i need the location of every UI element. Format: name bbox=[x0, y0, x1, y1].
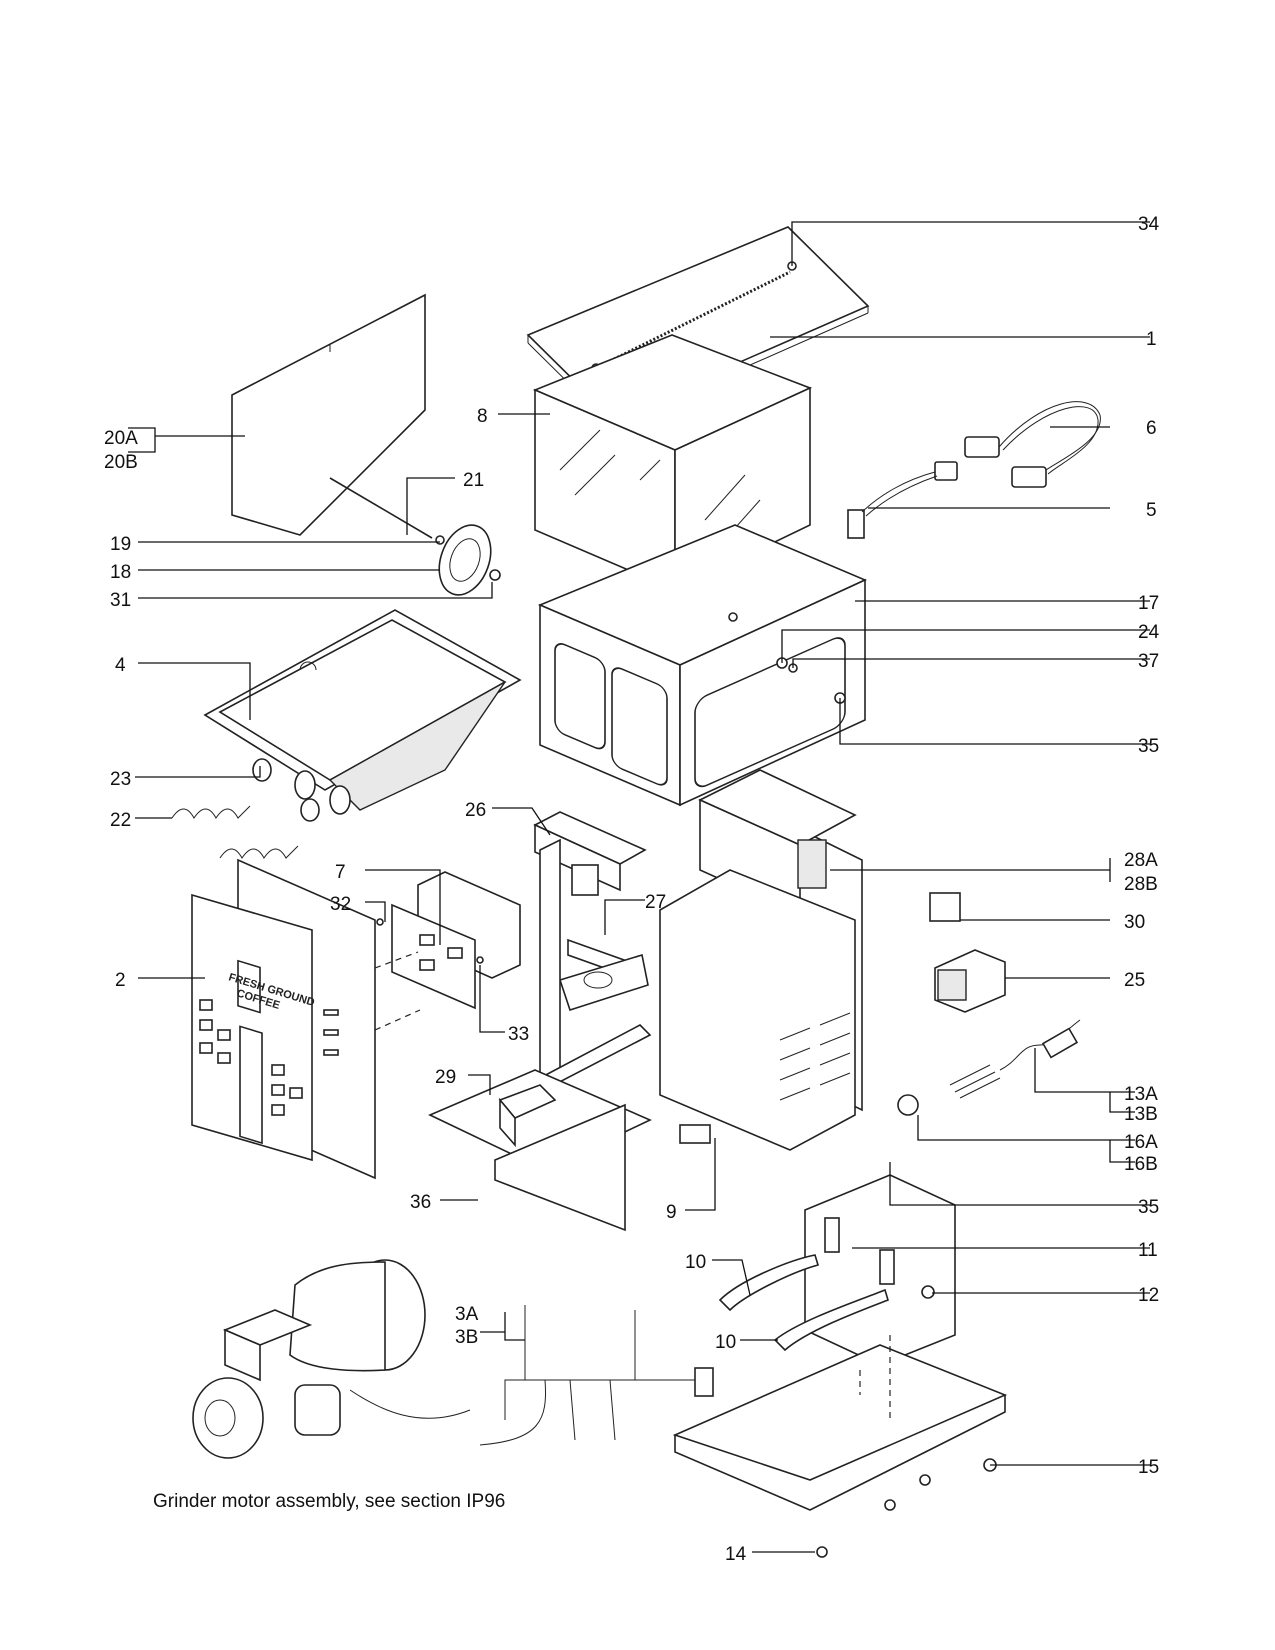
callout-30: 30 bbox=[1124, 912, 1145, 933]
part-front-panel: FRESH GROUND COFFEE bbox=[191, 858, 376, 1180]
callout-31: 31 bbox=[110, 590, 131, 611]
part-small-transformer bbox=[929, 892, 961, 922]
part-grinder-motor bbox=[192, 1259, 471, 1459]
part-drip-tray bbox=[428, 1069, 652, 1232]
callout-20a: 20A bbox=[104, 428, 138, 449]
part-chute-bracket bbox=[558, 938, 649, 1012]
callout-4: 4 bbox=[115, 655, 126, 676]
part-switch bbox=[679, 1124, 711, 1144]
callout-12: 12 bbox=[1138, 1285, 1159, 1306]
callout-15: 15 bbox=[1138, 1457, 1159, 1478]
part-middle-panel bbox=[659, 869, 856, 1151]
callout-34: 34 bbox=[1138, 214, 1160, 235]
part-strain-relief bbox=[897, 1094, 919, 1116]
part-lower-chassis bbox=[718, 1174, 956, 1366]
part-hopper-gate bbox=[231, 293, 426, 536]
callout-27: 27 bbox=[645, 892, 666, 913]
part-harness bbox=[847, 461, 958, 539]
callout-13b: 13B bbox=[1124, 1104, 1158, 1125]
part-grind-hopper bbox=[203, 609, 522, 815]
callout-9: 9 bbox=[666, 1202, 677, 1223]
callout-11: 11 bbox=[1138, 1240, 1158, 1261]
callout-8: 8 bbox=[477, 406, 488, 427]
part-agitator-wheel bbox=[435, 524, 501, 596]
callout-7: 7 bbox=[335, 862, 346, 883]
callout-21: 21 bbox=[463, 470, 484, 491]
callout-24: 24 bbox=[1138, 622, 1160, 643]
part-base-plate bbox=[672, 1335, 1008, 1558]
leader-lines bbox=[128, 221, 1150, 1553]
part-side-bracket bbox=[538, 838, 652, 1090]
callout-28a: 28A bbox=[1124, 850, 1158, 871]
callout-25: 25 bbox=[1124, 970, 1145, 991]
callout-26: 26 bbox=[465, 800, 486, 821]
callout-5: 5 bbox=[1146, 500, 1157, 521]
callout-3b: 3B bbox=[455, 1327, 478, 1348]
callout-20b: 20B bbox=[104, 452, 138, 473]
callout-33: 33 bbox=[508, 1024, 529, 1045]
callout-17: 17 bbox=[1138, 593, 1159, 614]
callout-29: 29 bbox=[435, 1067, 456, 1088]
part-shaft bbox=[329, 477, 433, 539]
callout-10-top: 10 bbox=[685, 1252, 706, 1273]
callout-16a: 16A bbox=[1124, 1132, 1158, 1153]
part-power-cord bbox=[949, 1019, 1081, 1099]
callout-35-top: 35 bbox=[1138, 736, 1159, 757]
callout-1: 1 bbox=[1146, 329, 1157, 350]
callout-14: 14 bbox=[725, 1544, 747, 1565]
callout-37: 37 bbox=[1138, 651, 1159, 672]
callout-35-bottom: 35 bbox=[1138, 1197, 1159, 1218]
callout-10-bottom: 10 bbox=[715, 1332, 736, 1353]
callout-36: 36 bbox=[410, 1192, 431, 1213]
part-upper-frame bbox=[537, 524, 867, 807]
callout-2: 2 bbox=[115, 970, 126, 991]
callout-22: 22 bbox=[110, 810, 131, 831]
callout-3a: 3A bbox=[455, 1304, 479, 1325]
part-wire-harness bbox=[479, 1305, 714, 1446]
part-control-board bbox=[374, 871, 521, 1031]
callout-13a: 13A bbox=[1124, 1084, 1158, 1105]
part-transformer bbox=[934, 949, 1006, 1013]
callout-6: 6 bbox=[1146, 418, 1157, 439]
part-augers bbox=[171, 758, 320, 859]
callout-32: 32 bbox=[330, 894, 351, 915]
callout-18: 18 bbox=[110, 562, 131, 583]
callout-28b: 28B bbox=[1124, 874, 1158, 895]
callout-23: 23 bbox=[110, 769, 131, 790]
callout-19: 19 bbox=[110, 534, 131, 555]
callout-16b: 16B bbox=[1124, 1154, 1158, 1175]
caption-grinder-motor: Grinder motor assembly, see section IP96 bbox=[153, 1491, 505, 1512]
callout-labels: 34 1 6 5 8 20A 20B 21 19 18 31 17 24 37 … bbox=[104, 214, 1160, 1565]
part-data-cable bbox=[964, 401, 1101, 488]
